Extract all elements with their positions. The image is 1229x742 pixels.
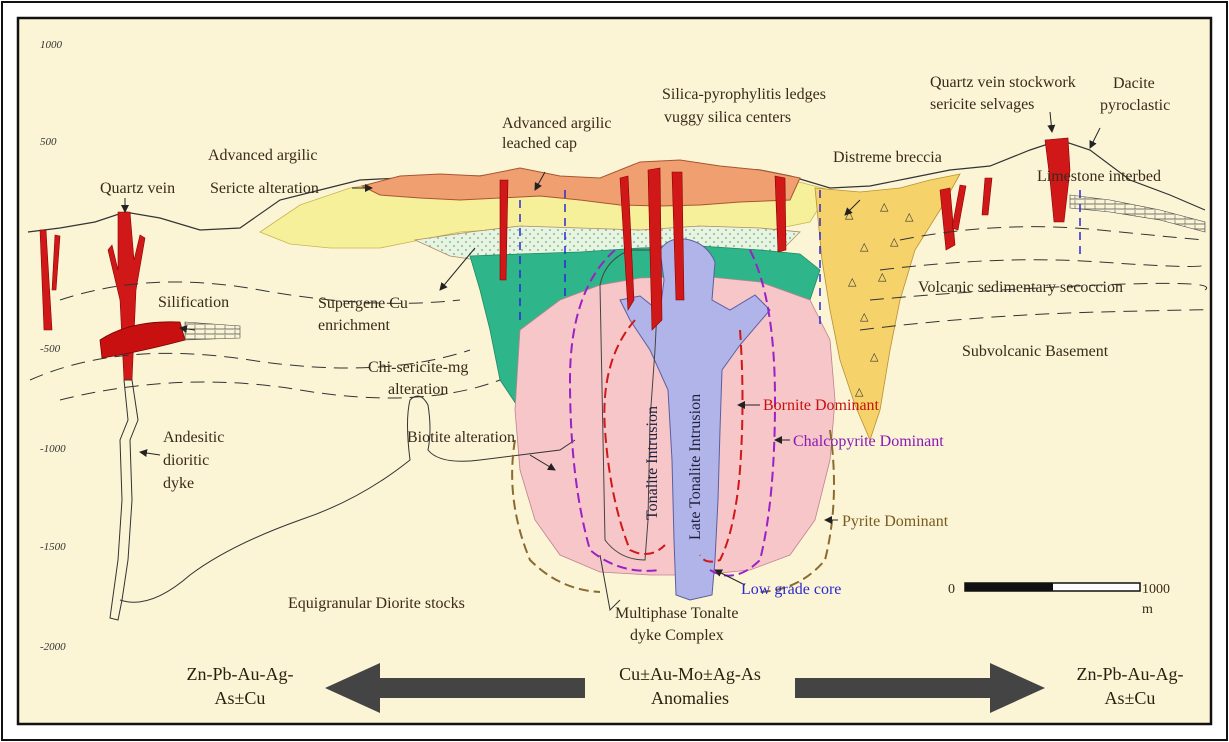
- scale-bar: [965, 583, 1140, 591]
- label-silification: Silification: [158, 294, 229, 311]
- depth-tick: -2000: [40, 641, 66, 653]
- svg-text:△: △: [905, 211, 914, 223]
- label-biotite: Biotite alteration: [407, 429, 515, 446]
- scale-zero-label: 0: [948, 582, 955, 597]
- label-tonalite-intrusion: Tonalite Intrusion: [644, 406, 661, 520]
- label-quartz-vein: Quartz vein: [100, 180, 175, 197]
- anomaly-left-2: As±Cu: [215, 688, 266, 708]
- label-equigranular: Equigranular Diorite stocks: [288, 595, 465, 612]
- label-pyrite: Pyrite Dominant: [842, 513, 949, 530]
- svg-text:△: △: [860, 241, 869, 253]
- label-low-grade: Low grade core: [741, 581, 841, 598]
- svg-text:△: △: [848, 276, 857, 288]
- label-diatreme: Distreme breccia: [833, 149, 942, 166]
- anomaly-right-1: Zn-Pb-Au-Ag-: [1077, 664, 1184, 684]
- scale-unit-label: m: [1142, 602, 1153, 617]
- label-silica-1: Silica-pyrophylitis ledges: [662, 86, 826, 103]
- label-andesitic-1: Andesitic: [163, 429, 224, 446]
- label-stockwork-1: Quartz vein stockwork: [930, 74, 1076, 91]
- depth-tick: 500: [40, 136, 57, 148]
- depth-tick: -1500: [40, 541, 66, 553]
- label-silica-2: vuggy silica centers: [664, 109, 791, 126]
- svg-text:△: △: [890, 236, 899, 248]
- anomaly-left-1: Zn-Pb-Au-Ag-: [187, 664, 294, 684]
- depth-tick: -1000: [40, 443, 66, 455]
- label-cap-1: Advanced argilic: [502, 115, 611, 132]
- label-limestone: Limestone interbed: [1037, 168, 1161, 185]
- anomaly-right-2: As±Cu: [1105, 688, 1156, 708]
- label-stockwork-2: sericite selvages: [930, 96, 1034, 113]
- label-andesitic-2: dioritic: [163, 452, 209, 469]
- label-bornite: Bornite Dominant: [763, 397, 880, 414]
- anomaly-center-1: Cu±Au-Mo±Ag-As: [619, 664, 761, 684]
- label-andesitic-3: dyke: [163, 475, 194, 492]
- svg-text:△: △: [878, 271, 887, 283]
- label-advanced-argilic: Advanced argilic: [208, 147, 317, 164]
- label-supergene-1: Supergene Cu: [318, 295, 408, 312]
- depth-tick: -500: [40, 343, 61, 355]
- label-dacite-1: Dacite: [1113, 75, 1155, 92]
- svg-text:△: △: [880, 201, 889, 213]
- label-late-tonalite-intrusion: Late Tonalite Intrusion: [687, 394, 704, 540]
- anomaly-center-2: Anomalies: [651, 688, 729, 708]
- label-chalcopyrite: Chalcopyrite Dominant: [793, 433, 944, 450]
- label-supergene-2: enrichment: [318, 317, 391, 334]
- label-chi-sericite-2: alteration: [388, 381, 448, 398]
- label-multiphase-2: dyke Complex: [630, 627, 724, 644]
- label-volcanic-sed: Volcanic sedimentary secoccion: [918, 279, 1123, 296]
- label-sericite: Sericte alteration: [210, 180, 319, 197]
- svg-text:△: △: [870, 351, 879, 363]
- svg-text:△: △: [860, 311, 869, 323]
- label-chi-sericite-1: Chi-sericite-mg: [368, 359, 468, 376]
- scale-max-label: 1000: [1142, 582, 1170, 597]
- label-subvolcanic: Subvolcanic Basement: [962, 343, 1109, 360]
- label-multiphase-1: Multiphase Tonalte: [615, 605, 738, 622]
- label-cap-2: leached cap: [502, 135, 577, 152]
- depth-tick: 1000: [40, 39, 63, 51]
- label-dacite-2: pyroclastic: [1100, 97, 1170, 114]
